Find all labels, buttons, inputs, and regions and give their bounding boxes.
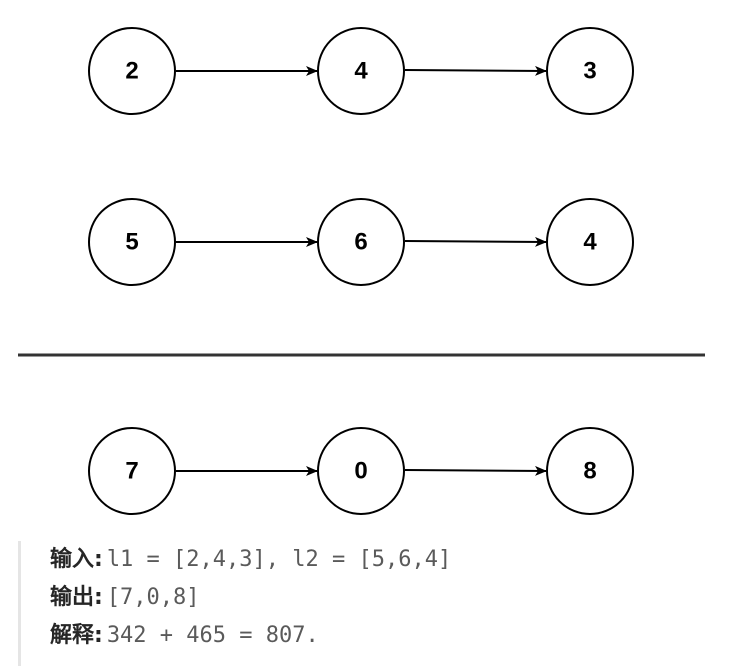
linked-list-l1: 2 4 3 xyxy=(88,27,634,115)
linked-list-l2: 5 6 4 xyxy=(88,198,634,286)
list-node: 2 xyxy=(88,27,176,115)
node-value: 4 xyxy=(583,229,597,256)
list-arrow xyxy=(404,65,547,76)
output-value: [7,0,8] xyxy=(106,585,200,610)
list-arrow xyxy=(404,236,547,247)
list-node: 4 xyxy=(317,27,405,115)
input-value: l1 = [2,4,3], l2 = [5,6,4] xyxy=(106,547,452,572)
input-label: 输入: xyxy=(50,547,103,572)
node-value: 8 xyxy=(583,458,596,485)
example-block: 输入:l1 = [2,4,3], l2 = [5,6,4] 输出:[7,0,8]… xyxy=(18,541,698,666)
node-value: 0 xyxy=(354,458,367,485)
linked-list-diagram: 2 4 3 5 6 4 xyxy=(18,27,705,515)
list-node: 4 xyxy=(546,198,634,286)
node-value: 4 xyxy=(354,58,368,85)
list-node: 3 xyxy=(546,27,634,115)
explanation-label: 解释: xyxy=(50,623,103,648)
node-value: 7 xyxy=(125,458,138,485)
example-explanation-line: 解释:342 + 465 = 807. xyxy=(50,617,698,655)
node-value: 2 xyxy=(125,58,138,85)
list-node: 8 xyxy=(546,427,634,515)
node-value: 5 xyxy=(125,229,138,256)
example-input-line: 输入:l1 = [2,4,3], l2 = [5,6,4] xyxy=(50,541,698,579)
node-value: 6 xyxy=(354,229,367,256)
explanation-value: 342 + 465 = 807. xyxy=(106,623,319,648)
node-value: 3 xyxy=(583,58,596,85)
linked-list-result: 7 0 8 xyxy=(88,427,634,515)
example-output-line: 输出:[7,0,8] xyxy=(50,579,698,617)
list-node: 0 xyxy=(317,427,405,515)
list-node: 7 xyxy=(88,427,176,515)
list-node: 5 xyxy=(88,198,176,286)
output-label: 输出: xyxy=(50,585,103,610)
list-node: 6 xyxy=(317,198,405,286)
list-arrow xyxy=(404,465,547,476)
